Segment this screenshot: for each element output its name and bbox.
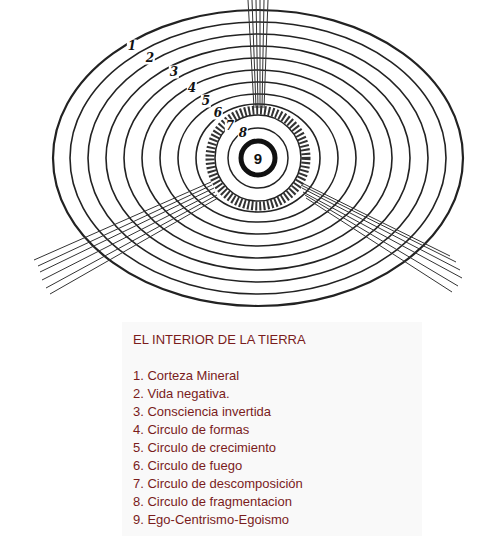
energy-rays xyxy=(34,0,462,294)
legend-item: 6. Circulo de fuego xyxy=(133,458,242,474)
callout-number: 2 xyxy=(145,52,155,65)
legend-item: 2. Vida negativa. xyxy=(133,386,230,402)
diagram-title: EL INTERIOR DE LA TIERRA xyxy=(133,332,306,348)
legend-item: 8. Circulo de fragmentacion xyxy=(133,494,292,510)
legend-item: 1. Corteza Mineral xyxy=(133,368,239,384)
legend-item: 4. Circulo de formas xyxy=(133,422,249,438)
legend-item: 7. Circulo de descomposición xyxy=(133,476,303,492)
callout-number: 1 xyxy=(127,40,137,53)
legend-item: 9. Ego-Centrismo-Egoismo xyxy=(133,512,289,528)
legend-item: 5. Circulo de crecimiento xyxy=(133,440,276,456)
callout-number: 4 xyxy=(187,82,197,95)
callout-number: 7 xyxy=(225,120,235,133)
callout-number: 8 xyxy=(238,127,248,140)
text-panel xyxy=(122,322,422,536)
callout-number: 6 xyxy=(213,107,223,120)
callout-number: 3 xyxy=(169,66,179,79)
callout-number: 9 xyxy=(252,152,264,165)
callout-number: 5 xyxy=(201,95,211,108)
concentric-rings xyxy=(53,10,463,306)
legend-item: 3. Consciencia invertida xyxy=(133,404,271,420)
